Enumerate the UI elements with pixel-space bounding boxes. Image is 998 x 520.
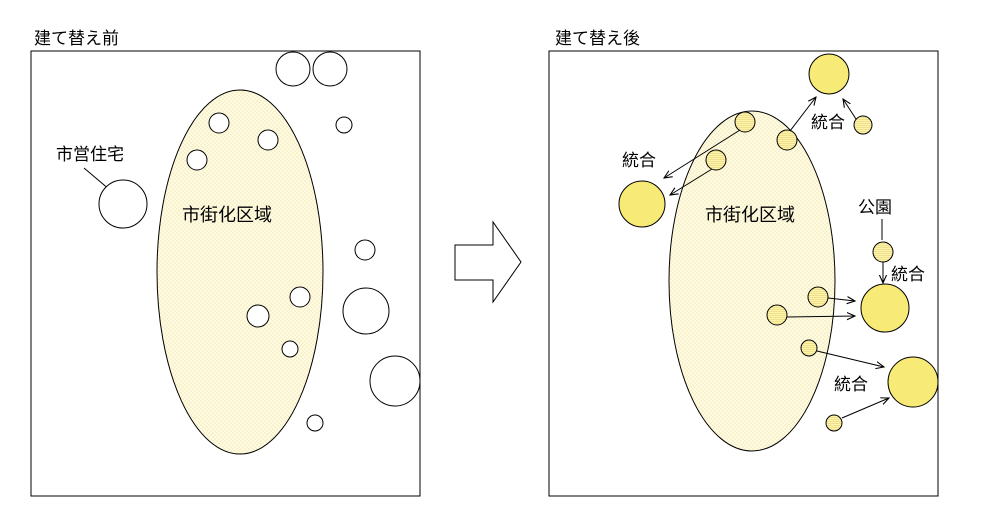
merged-site <box>808 53 850 95</box>
small-site <box>705 149 727 171</box>
housing-site <box>342 287 390 335</box>
small-site <box>825 414 843 432</box>
merge-label: 統合 <box>891 265 925 285</box>
after-urban-area-label: 市街化区域 <box>705 205 795 226</box>
merge-arrow <box>841 398 889 419</box>
housing-site <box>98 179 148 229</box>
small-sites <box>705 111 894 432</box>
merge-arrow <box>827 298 855 301</box>
housing-site <box>257 129 279 151</box>
right-arrow-icon <box>454 220 522 304</box>
housing-site <box>289 286 311 308</box>
merged-site <box>860 283 910 333</box>
housing-site <box>281 340 299 358</box>
housing-site <box>335 116 353 134</box>
merge-label: 統合 <box>622 151 656 171</box>
merge-arrow <box>816 350 884 367</box>
public-housing-leader <box>83 167 111 191</box>
after-title: 建て替え後 <box>555 29 640 49</box>
housing-site <box>354 239 376 261</box>
public-housing-label: 市営住宅 <box>56 145 124 165</box>
merged-site <box>887 356 939 408</box>
merge-arrow <box>786 316 855 317</box>
housing-site <box>306 414 324 432</box>
housing-site <box>312 51 348 87</box>
small-site <box>807 286 829 308</box>
housing-site <box>369 355 421 407</box>
small-site <box>766 304 788 326</box>
before-urban-area-label: 市街化区域 <box>182 205 272 226</box>
park-label: 公園 <box>858 198 892 218</box>
merged-site <box>618 180 666 228</box>
merge-arrow <box>789 97 816 132</box>
small-site <box>872 241 894 263</box>
merge-label: 統合 <box>834 375 868 395</box>
after-urban-area <box>668 110 836 452</box>
before-housing-sites <box>98 51 421 432</box>
merge-arrow <box>670 168 713 195</box>
small-site <box>853 115 873 135</box>
before-title: 建て替え前 <box>34 29 119 49</box>
housing-site <box>186 149 208 171</box>
small-site <box>734 111 756 133</box>
small-site <box>800 339 818 357</box>
housing-site <box>275 51 311 87</box>
after-panel: 建て替え後 市街化区域 <box>548 29 939 497</box>
merge-label: 統合 <box>811 113 845 133</box>
merged-sites <box>618 53 939 408</box>
before-panel: 建て替え前 市街化区域 市営住宅 <box>30 29 421 497</box>
before-urban-area <box>156 89 324 455</box>
housing-site <box>246 304 270 328</box>
merge-arrow <box>664 129 741 178</box>
small-site <box>776 129 798 151</box>
merge-arrow <box>843 99 857 120</box>
housing-site <box>208 112 230 134</box>
merge-arrows <box>664 97 889 419</box>
